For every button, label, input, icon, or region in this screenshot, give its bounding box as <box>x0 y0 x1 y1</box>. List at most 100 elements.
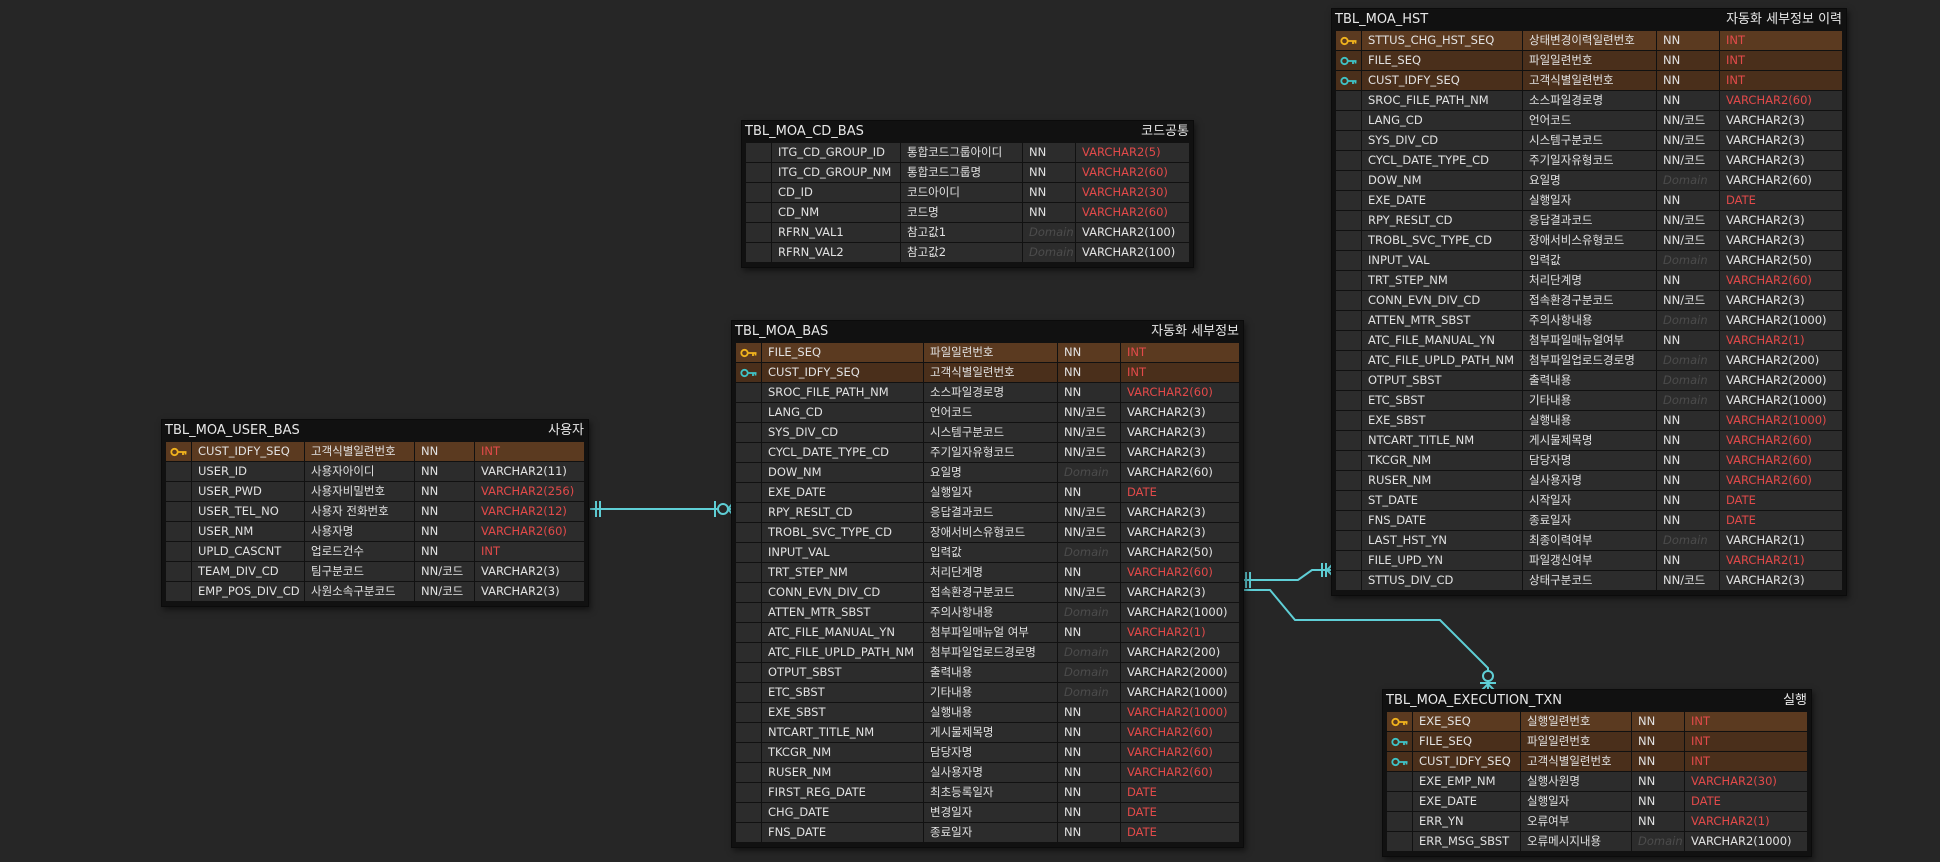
column-data-type: INT <box>1720 51 1842 70</box>
key-cell <box>746 143 771 162</box>
key-cell <box>1336 251 1361 270</box>
column-constraint: NN <box>415 442 474 461</box>
column-logical-name: 업로드건수 <box>305 542 414 561</box>
column-constraint: NN/코드 <box>1657 291 1719 310</box>
column-constraint: NN <box>1657 431 1719 450</box>
key-cell <box>1387 712 1412 731</box>
column-data-type: DATE <box>1720 511 1842 530</box>
entity-physical-name: TBL_MOA_EXECUTION_TXN <box>1386 693 1562 708</box>
column-data-type: VARCHAR2(3) <box>1121 503 1239 522</box>
column-data-type: INT <box>1685 732 1807 751</box>
column-constraint: NN/코드 <box>1058 403 1120 422</box>
column-constraint: Domain <box>1058 683 1120 702</box>
key-cell <box>1336 231 1361 250</box>
entity-physical-name: TBL_MOA_BAS <box>735 324 829 339</box>
